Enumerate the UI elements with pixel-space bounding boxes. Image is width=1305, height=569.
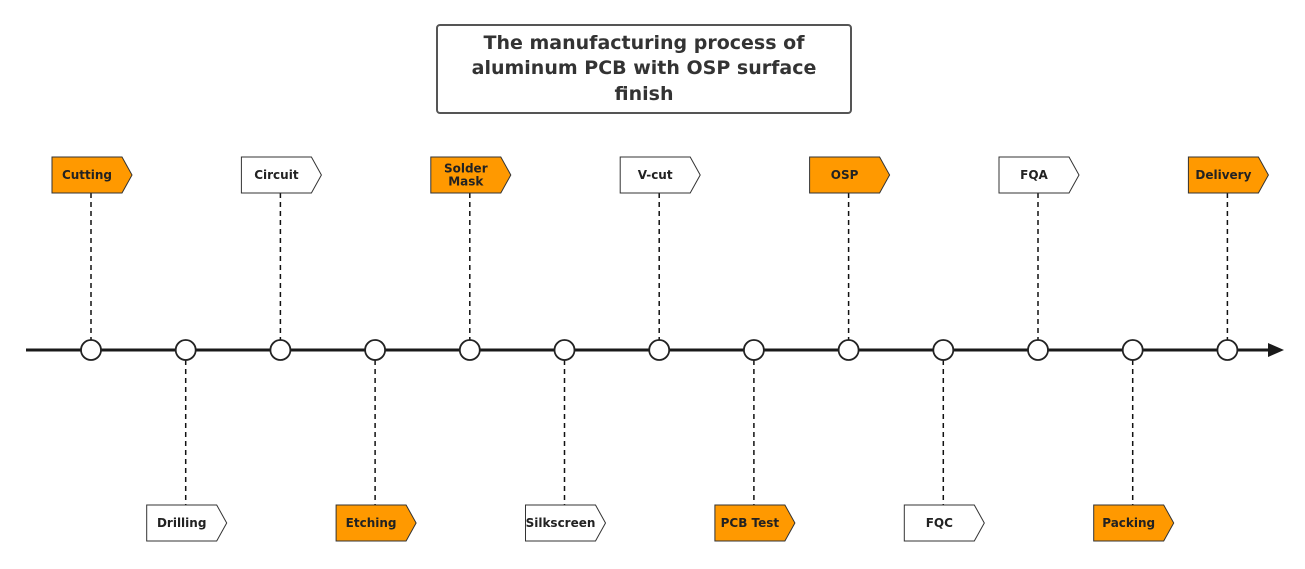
- step-tag: [51, 156, 133, 194]
- step-label: FQC: [926, 516, 953, 530]
- process-step-v-cut: V-cut: [619, 156, 701, 361]
- process-step-cutting: Cutting: [51, 156, 133, 361]
- step-label-line: PCB Test: [721, 516, 780, 530]
- step-node: [364, 339, 387, 361]
- step-tag: [240, 156, 322, 194]
- timeline-arrowhead: [1268, 343, 1284, 357]
- title-line-1: The manufacturing process of: [483, 31, 805, 54]
- diagram-title: The manufacturing process of aluminum PC…: [438, 31, 850, 108]
- step-tag: [809, 156, 891, 194]
- step-label: V-cut: [638, 168, 673, 182]
- step-tag: [146, 504, 228, 542]
- step-label-line: V-cut: [638, 168, 673, 182]
- step-label: Etching: [346, 516, 397, 530]
- title-line-2: aluminum PCB with OSP surface finish: [471, 57, 817, 105]
- step-label-line: Etching: [346, 516, 397, 530]
- step-node: [743, 339, 765, 361]
- step-node: [553, 339, 576, 361]
- step-label: Packing: [1102, 516, 1155, 530]
- step-node: [80, 339, 102, 361]
- step-label-line: Delivery: [1195, 168, 1251, 182]
- step-tag: [335, 504, 417, 542]
- step-tag: [619, 156, 701, 194]
- step-node: [648, 339, 671, 361]
- step-label: Circuit: [254, 168, 299, 182]
- process-step-fqa: FQA: [998, 156, 1080, 361]
- step-label: Drilling: [157, 516, 206, 530]
- process-step-pcb-test: PCB Test: [714, 339, 796, 542]
- step-node: [174, 339, 197, 361]
- step-label: PCB Test: [721, 516, 780, 530]
- step-node: [932, 339, 955, 361]
- process-step-packing: Packing: [1093, 339, 1175, 542]
- process-step-delivery: Delivery: [1187, 156, 1269, 361]
- process-step-osp: OSP: [809, 156, 891, 361]
- step-tag: [430, 156, 512, 194]
- process-step-silkscreen: Silkscreen: [525, 339, 607, 542]
- step-node: [458, 339, 481, 361]
- step-node: [1121, 339, 1144, 361]
- step-label-line: Drilling: [157, 516, 206, 530]
- step-label: Silkscreen: [526, 516, 596, 530]
- step-label-line: FQC: [926, 516, 953, 530]
- step-label-line: Cutting: [62, 168, 112, 182]
- step-tag: [1093, 504, 1175, 542]
- step-label-line: Silkscreen: [526, 516, 596, 530]
- process-step-fqc: FQC: [903, 339, 985, 542]
- title-box: The manufacturing process of aluminum PC…: [436, 24, 852, 114]
- step-label: Delivery: [1195, 168, 1251, 182]
- step-label-line: Solder: [444, 162, 488, 176]
- step-label: OSP: [831, 168, 859, 182]
- step-tag: [714, 504, 796, 542]
- step-label-line: OSP: [831, 168, 859, 182]
- step-label-line: Mask: [448, 175, 484, 189]
- process-step-circuit: Circuit: [240, 156, 322, 361]
- step-label-line: Packing: [1102, 516, 1155, 530]
- step-node: [837, 339, 860, 361]
- process-step-etching: Etching: [335, 339, 417, 542]
- step-node: [269, 339, 292, 361]
- step-tag: [903, 504, 985, 542]
- step-label-line: FQA: [1020, 168, 1048, 182]
- step-tag: [998, 156, 1080, 194]
- step-node: [1216, 339, 1239, 361]
- step-node: [1027, 339, 1049, 361]
- process-step-drilling: Drilling: [146, 339, 228, 542]
- step-label-line: Circuit: [254, 168, 299, 182]
- step-label: Cutting: [62, 168, 112, 182]
- step-tag: [1187, 156, 1269, 194]
- step-tag: [525, 504, 607, 542]
- step-label: FQA: [1020, 168, 1048, 182]
